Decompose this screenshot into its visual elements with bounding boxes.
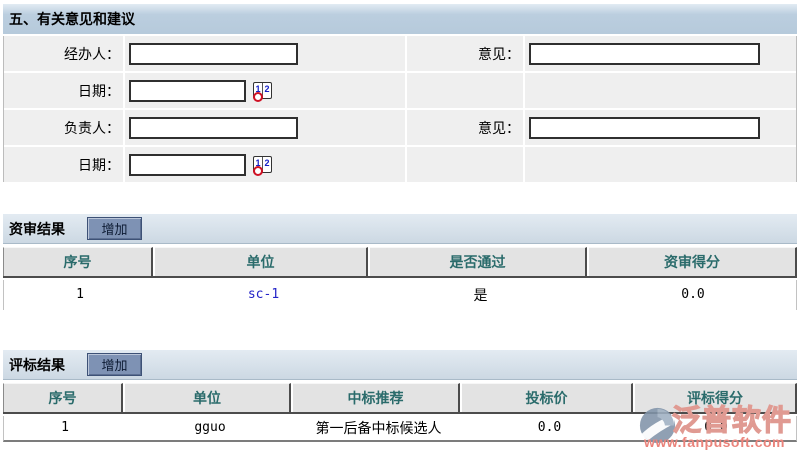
opinion2-input[interactable] bbox=[529, 116, 760, 139]
calendar-digit-1: 1 bbox=[255, 158, 261, 168]
date2-field-cell: 1 2 bbox=[125, 147, 405, 182]
empty-cell bbox=[407, 147, 523, 182]
opinion1-label: 意见： bbox=[407, 36, 523, 71]
manager-field-cell bbox=[125, 110, 405, 145]
empty-cell bbox=[525, 73, 796, 108]
column-header-unit: 单位 bbox=[125, 383, 291, 412]
date1-input[interactable] bbox=[129, 79, 246, 102]
evaluation-add-button[interactable]: 增加 bbox=[87, 353, 142, 376]
date1-label: 日期： bbox=[4, 73, 123, 108]
section-opinions-header: 五、有关意见和建议 bbox=[3, 4, 797, 34]
evaluation-table-header: 序号 单位 中标推荐 投标价 评标得分 bbox=[3, 383, 797, 414]
qualification-table-header: 序号 单位 是否通过 资审得分 bbox=[3, 247, 797, 278]
cell-bid-price: 0.0 bbox=[537, 420, 562, 435]
cell-no: 1 bbox=[76, 287, 84, 302]
column-header-score: 资审得分 bbox=[589, 247, 797, 276]
date2-label: 日期： bbox=[4, 147, 123, 182]
qualification-add-button[interactable]: 增加 bbox=[87, 217, 142, 240]
column-header-score: 评标得分 bbox=[635, 383, 797, 412]
column-header-unit: 单位 bbox=[155, 247, 368, 276]
handler-field-cell bbox=[125, 36, 405, 71]
calendar-digit-2: 2 bbox=[262, 157, 271, 172]
opinion1-field-cell bbox=[525, 36, 796, 71]
calendar-icon[interactable]: 1 2 bbox=[253, 82, 272, 102]
cell-score: 0.0 bbox=[681, 287, 705, 302]
section-opinions-title: 五、有关意见和建议 bbox=[9, 11, 135, 27]
column-header-no: 序号 bbox=[3, 247, 153, 276]
date1-field-cell: 1 2 bbox=[125, 73, 405, 108]
clock-icon bbox=[253, 166, 263, 176]
column-header-recommendation: 中标推荐 bbox=[293, 383, 460, 412]
table-row: 1 sc-1 是 0.0 bbox=[3, 280, 797, 310]
cell-passed: 是 bbox=[473, 287, 488, 303]
column-header-bid-price: 投标价 bbox=[462, 383, 633, 412]
table-row: 1 gguo 第一后备中标候选人 0.0 0.0 bbox=[3, 416, 797, 442]
date2-input[interactable] bbox=[129, 153, 246, 176]
page-content: 五、有关意见和建议 经办人： 意见： 日期： 1 2 负责人： 意见： bbox=[3, 4, 797, 442]
clock-icon bbox=[253, 92, 263, 102]
handler-input[interactable] bbox=[129, 42, 298, 65]
opinion2-field-cell bbox=[525, 110, 796, 145]
manager-input[interactable] bbox=[129, 116, 298, 139]
cell-unit-link[interactable]: sc-1 bbox=[247, 287, 280, 302]
opinions-form: 经办人： 意见： 日期： 1 2 负责人： 意见： 日期： bbox=[3, 36, 797, 182]
cell-score: 0.0 bbox=[704, 420, 728, 435]
qualification-section-title: 资审结果 bbox=[9, 220, 65, 237]
calendar-digit-2: 2 bbox=[262, 83, 271, 98]
calendar-digit-1: 1 bbox=[255, 84, 261, 94]
evaluation-section-title: 评标结果 bbox=[9, 356, 65, 373]
opinion2-label: 意见： bbox=[407, 110, 523, 145]
column-header-passed: 是否通过 bbox=[370, 247, 587, 276]
qualification-section-bar: 资审结果 增加 bbox=[3, 214, 797, 244]
empty-cell bbox=[525, 147, 796, 182]
cell-recommendation: 第一后备中标候选人 bbox=[315, 420, 442, 436]
opinion1-input[interactable] bbox=[529, 42, 760, 65]
cell-unit: gguo bbox=[194, 420, 226, 435]
evaluation-section-bar: 评标结果 增加 bbox=[3, 350, 797, 380]
handler-label: 经办人： bbox=[4, 36, 123, 71]
calendar-icon[interactable]: 1 2 bbox=[253, 156, 272, 176]
manager-label: 负责人： bbox=[4, 110, 123, 145]
column-header-no: 序号 bbox=[3, 383, 123, 412]
cell-no: 1 bbox=[61, 420, 69, 435]
empty-cell bbox=[407, 73, 523, 108]
